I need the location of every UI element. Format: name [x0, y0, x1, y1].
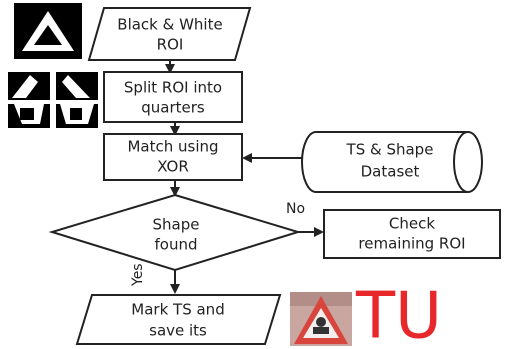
warning-sign-photo-icon — [290, 292, 352, 346]
node-bw-roi-line-2: ROI — [157, 36, 184, 54]
decision-line-1: Shape — [153, 216, 200, 234]
edge-label-no: No — [286, 201, 305, 217]
node-match-xor: Match using XOR — [103, 133, 243, 181]
node-bw-roi-line-1: Black & White — [117, 16, 222, 34]
node-split-roi: Split ROI into quarters — [103, 71, 243, 123]
node-mark-line-1: Mark TS and — [131, 301, 224, 319]
edge-label-yes: Yes — [130, 263, 146, 287]
node-split-line-2: quarters — [141, 99, 205, 117]
node-bw-roi: Black & White ROI — [87, 7, 252, 61]
node-mark-line-2: save its — [149, 322, 207, 340]
node-check-line-2: remaining ROI — [358, 235, 465, 253]
logo-text-tu: TU — [355, 280, 442, 349]
node-decision-shape-found: Shape found — [48, 193, 302, 272]
node-check-line-1: Check — [389, 215, 435, 233]
split-quarters-roi-icon — [8, 72, 98, 128]
node-dataset: TS & Shape Dataset — [301, 131, 483, 193]
bw-triangle-roi-icon — [14, 3, 82, 59]
node-dataset-line-2: Dataset — [361, 163, 420, 181]
decision-line-2: found — [155, 236, 198, 254]
node-mark-ts: Mark TS and save its — [75, 294, 282, 345]
node-split-line-1: Split ROI into — [124, 79, 222, 97]
node-check-remaining: Check remaining ROI — [323, 209, 501, 259]
node-dataset-line-1: TS & Shape — [346, 141, 434, 159]
node-match-line-2: XOR — [157, 158, 189, 176]
node-match-line-1: Match using — [127, 138, 218, 156]
